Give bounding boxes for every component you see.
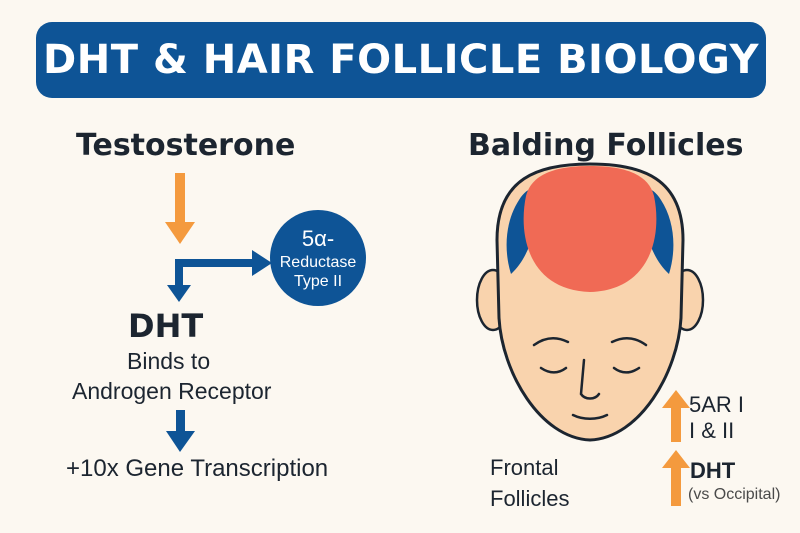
dht-increase-label: DHT [690,458,736,483]
page-title: DHT & HAIR FOLLICLE BIOLOGY [43,37,759,83]
arrow-testosterone-down [165,173,195,244]
increase-arrow-dht [662,450,690,506]
enzyme-line-2: Reductase [279,254,357,271]
arrow-binding-down [166,410,195,452]
title-banner: DHT & HAIR FOLLICLE BIOLOGY [36,22,766,98]
binds-label-line-2: Androgen Receptor [72,378,272,404]
fivear-label-line-2: I & II [689,418,735,443]
left-brow [532,336,570,347]
testosterone-label: Testosterone [76,128,296,163]
enzyme-line-1: 5α- [301,226,335,251]
frontal-label-line-1: Frontal [490,455,559,480]
balding-scalp [523,166,657,292]
enzyme-circle: 5α- Reductase Type II [270,210,366,306]
left-eye [539,366,568,374]
balding-follicles-title: Balding Follicles [468,128,744,163]
fivear-label-line-1: 5AR I [689,392,745,417]
right-brow [610,336,648,347]
enzyme-line-3: Type II [293,273,343,290]
arrow-to-enzyme [167,250,272,302]
frontal-label-line-2: Follicles [490,486,570,511]
increase-arrow-5ar [662,390,690,442]
binds-label-line-1: Binds to [127,348,211,374]
right-eye [612,366,641,374]
mouth [571,413,609,420]
gene-transcription-label: +10x Gene Transcription [66,455,329,482]
head-illustration [475,162,705,442]
occipital-comparison-label: (vs Occipital) [688,486,781,503]
dht-label: DHT [128,307,204,345]
nose [579,358,601,400]
